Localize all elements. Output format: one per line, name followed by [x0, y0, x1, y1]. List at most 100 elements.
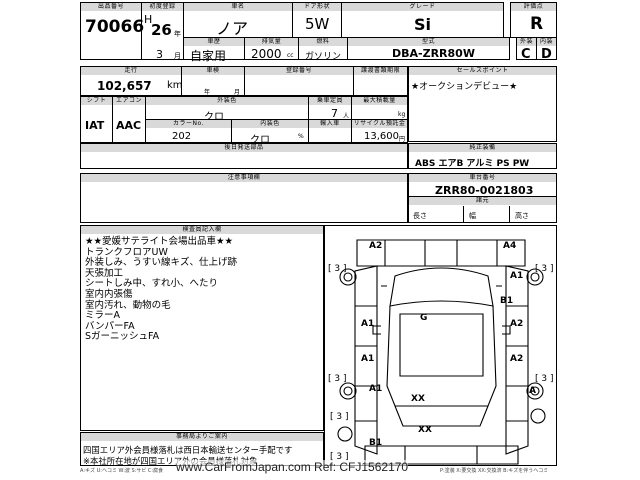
car-outline [337, 239, 546, 465]
model-box: 型式 DBA-ZRR80W [347, 37, 510, 60]
damage-mark: B1 [369, 438, 383, 448]
inspector-line: 天張加工 [85, 267, 124, 279]
equip-label: 純正装備 [409, 144, 556, 152]
yen-unit: 円 [399, 136, 406, 143]
damage-mark: A2 [369, 241, 383, 251]
load-label: 最大積載量 [352, 97, 407, 105]
car-diagram: A2 A4 A1 B1 A1 G A2 A1 A2 A1 A XX XX B1 … [324, 225, 557, 466]
score-label: 評価点 [511, 3, 556, 11]
inspector-lines: ★★愛媛サテライト会場出品車★★ トランクフロアUW 外装しみ、うすい線キズ、仕… [85, 236, 238, 343]
int-color-box: 内装色 クロ % [231, 119, 309, 146]
ac-label: エアコン [113, 97, 145, 105]
contact-label: 事務局よりご案内 [81, 433, 323, 441]
era: H [144, 13, 153, 26]
length-label: 長さ [413, 212, 427, 220]
displacement: 2000 [251, 47, 282, 61]
capacity-box: 乗車定員 7 人 [308, 96, 352, 120]
int-color-label: 内装色 [232, 120, 308, 128]
inspector-box: 検査員記入欄 ★★愛媛サテライト会場出品車★★ トランクフロアUW 外装しみ、う… [80, 225, 324, 431]
chassis-label: 車台番号 [409, 174, 556, 182]
displacement-label: 排気量 [245, 38, 298, 46]
door-label: ドア形状 [293, 3, 341, 11]
reg-no-box: 登録番号 [244, 66, 354, 96]
watermark: www.CarFromJapan.com Ref: CFJ1562170 [176, 460, 409, 474]
attention-label: 注意事項欄 [81, 174, 407, 182]
legend-right: P:塗装 X:要交換 XX:交換済 B:キズを伴うヘコミ [440, 468, 549, 474]
fuel-label: 燃料 [299, 38, 347, 46]
damage-mark: XX [411, 394, 425, 404]
inspector-line: 室内汚れ、動物の毛 [85, 299, 171, 311]
inspector-line: 外装しみ、うすい線キズ、仕上げ跡 [85, 257, 238, 269]
bracket-right-top: [ 3 ] [535, 264, 554, 274]
ext-score: C [521, 47, 531, 62]
fuel-box: 燃料 ガソリン [298, 37, 348, 62]
inspection-label: 車検 [182, 67, 244, 75]
damage-mark: A2 [510, 354, 524, 364]
month: 3 [156, 48, 163, 61]
damage-mark: A1 [510, 271, 524, 281]
bracket-left-top: [ 3 ] [328, 264, 347, 274]
model-label: 型式 [348, 38, 509, 46]
color-box: 外装色 クロ [145, 96, 309, 123]
usage: 自家用 [190, 49, 227, 63]
car-name: ノア [216, 19, 249, 38]
transfer-label: 譲渡書類期限 [354, 67, 407, 75]
ac: AAC [116, 119, 142, 132]
width-label: 幅 [469, 212, 476, 220]
lot-number: 70066 [85, 17, 145, 37]
car-name-label: 車名 [184, 3, 292, 11]
color-no: 202 [172, 131, 192, 142]
mileage: 102,657 [97, 79, 152, 93]
color-label: 外装色 [146, 97, 308, 105]
load-unit: kg [398, 111, 406, 118]
import-label: 輸入車 [309, 120, 351, 128]
int-score: D [541, 47, 552, 62]
door-box: ドア形状 5W [292, 2, 342, 38]
attention-box: 注意事項欄 [80, 173, 408, 223]
recycle-label: リサイクル預託金 [352, 120, 407, 128]
int-color: クロ [250, 135, 270, 146]
reg-no-label: 登録番号 [245, 67, 353, 75]
selling-box: セールスポイント ★オークションデビュー★ [408, 66, 557, 142]
shift: IAT [85, 119, 105, 132]
chassis: ZRR80-0021803 [435, 184, 534, 197]
grade: Si [414, 15, 432, 34]
capacity: 7 [331, 107, 338, 120]
km-unit: km [167, 80, 183, 91]
capacity-unit: 人 [343, 113, 350, 120]
color: クロ [204, 112, 224, 123]
month-unit: 月 [174, 52, 181, 60]
shift-label: シフト [81, 97, 112, 105]
sizes-label: 諸元 [409, 197, 556, 205]
equip: ABS エアB アルミ PS PW [415, 159, 530, 169]
recycle-amount: 13,600 [364, 131, 399, 142]
insp-month-unit: 月 [234, 89, 241, 96]
sizes-divider-2 [509, 206, 510, 223]
inspector-line: SガーニッシュFA [85, 331, 160, 343]
damage-mark: B1 [500, 296, 514, 306]
rear-parts-box: 後日発送部品 [80, 143, 408, 169]
first-reg-label: 初度登録 [142, 3, 183, 11]
import-box: 輸入車 [308, 119, 352, 143]
inspection-box: 車検 年 月 [181, 66, 245, 96]
lot-box: 出品番号 70066 [80, 2, 145, 60]
inspector-label: 検査員記入欄 [81, 226, 323, 234]
inspector-line: ミラーA [85, 310, 120, 322]
fuel: ガソリン [305, 52, 342, 62]
bracket-left-bottom: [ 3 ] [328, 374, 347, 384]
rear-parts-label: 後日発送部品 [81, 144, 407, 152]
pct-mark: % [298, 133, 304, 140]
chassis-box: 車台番号 ZRR80-0021803 [408, 173, 557, 197]
ext-box: 外装 C [516, 37, 537, 62]
inspector-line: シートしみ中、すれ小、へたり [85, 278, 219, 290]
mileage-label: 走行 [81, 67, 181, 75]
height-label: 高さ [515, 212, 529, 220]
score: R [530, 14, 544, 34]
damage-mark: G [420, 313, 428, 323]
mileage-box: 走行 102,657 km [80, 66, 183, 96]
inspector-line: ★★愛媛サテライト会場出品車★★ [85, 236, 234, 247]
grade-box: グレード Si [341, 2, 504, 38]
int-label: 内装 [537, 38, 556, 46]
load-box: 最大積載量 kg [351, 96, 408, 120]
inspector-line: トランクフロアUW [85, 246, 168, 258]
